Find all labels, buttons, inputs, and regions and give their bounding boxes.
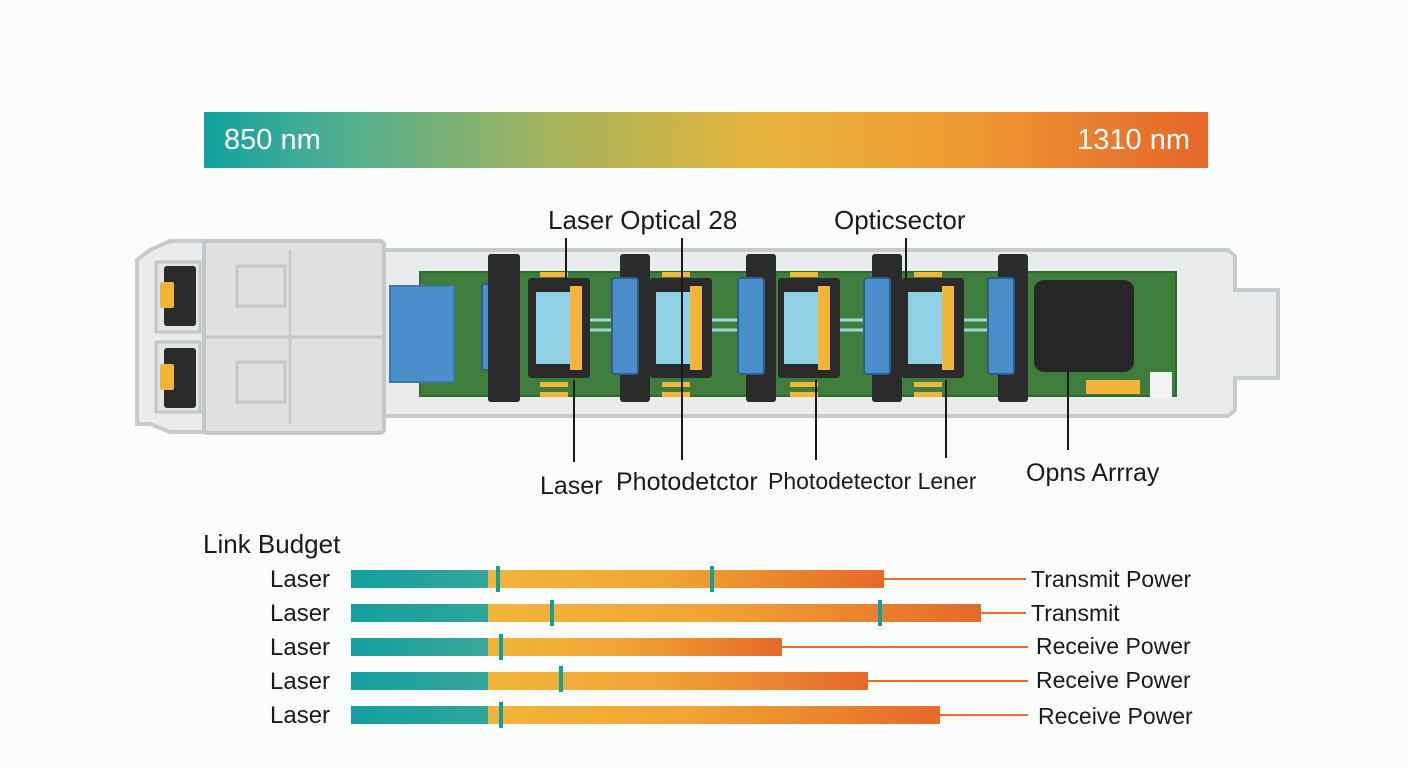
latch-contact-top bbox=[164, 266, 196, 326]
optical-stage-4 bbox=[863, 254, 988, 402]
controller-chip bbox=[1034, 280, 1134, 372]
label-laser: Laser bbox=[540, 472, 603, 500]
budget-bar bbox=[351, 604, 981, 622]
optical-stage-3 bbox=[737, 254, 864, 402]
label-opns-array: Opns Arrray bbox=[1026, 459, 1160, 487]
row-end-label: Receive Power bbox=[1036, 633, 1191, 659]
row-end-label: Receive Power bbox=[1036, 667, 1191, 693]
wavelength-bar: 850 nm 1310 nm bbox=[204, 112, 1208, 168]
label-photodetector: Photodetctor bbox=[616, 468, 758, 496]
optical-stage-5 bbox=[987, 254, 1028, 402]
budget-marker bbox=[550, 600, 554, 626]
link-budget-title: Link Budget bbox=[203, 529, 341, 559]
label-photodetector-lener: Photodetector Lener bbox=[768, 468, 977, 494]
row-label: Laser bbox=[270, 566, 331, 593]
budget-leader bbox=[940, 714, 1028, 716]
row-end-label: Transmit Power bbox=[1031, 566, 1192, 592]
budget-leader bbox=[981, 612, 1026, 614]
wavelength-start-label: 850 nm bbox=[224, 124, 321, 156]
budget-marker bbox=[878, 600, 882, 626]
budget-marker bbox=[710, 566, 714, 592]
budget-bar bbox=[351, 570, 884, 588]
pcb-pad bbox=[1086, 380, 1140, 394]
budget-marker bbox=[499, 634, 503, 660]
row-end-label: Receive Power bbox=[1038, 703, 1193, 729]
budget-leader bbox=[782, 646, 1028, 648]
row-end-label: Transmit bbox=[1031, 600, 1120, 626]
row-label: Laser bbox=[270, 702, 331, 729]
budget-marker bbox=[559, 666, 563, 692]
latch-contact-bottom bbox=[164, 348, 196, 408]
row-label: Laser bbox=[270, 634, 331, 661]
budget-marker bbox=[496, 566, 500, 592]
label-laser-optical: Laser Optical 28 bbox=[548, 205, 738, 235]
budget-marker bbox=[499, 702, 503, 728]
wavelength-end-label: 1310 nm bbox=[1077, 124, 1190, 156]
budget-leader bbox=[868, 680, 1028, 682]
fiber-input-block bbox=[389, 285, 455, 383]
budget-bar bbox=[351, 706, 940, 724]
budget-leader bbox=[884, 578, 1026, 580]
row-label: Laser bbox=[270, 668, 331, 695]
budget-bar bbox=[351, 672, 868, 690]
label-opticsector: Opticsector bbox=[834, 205, 966, 235]
budget-bar bbox=[351, 638, 782, 656]
row-label: Laser bbox=[270, 600, 331, 627]
